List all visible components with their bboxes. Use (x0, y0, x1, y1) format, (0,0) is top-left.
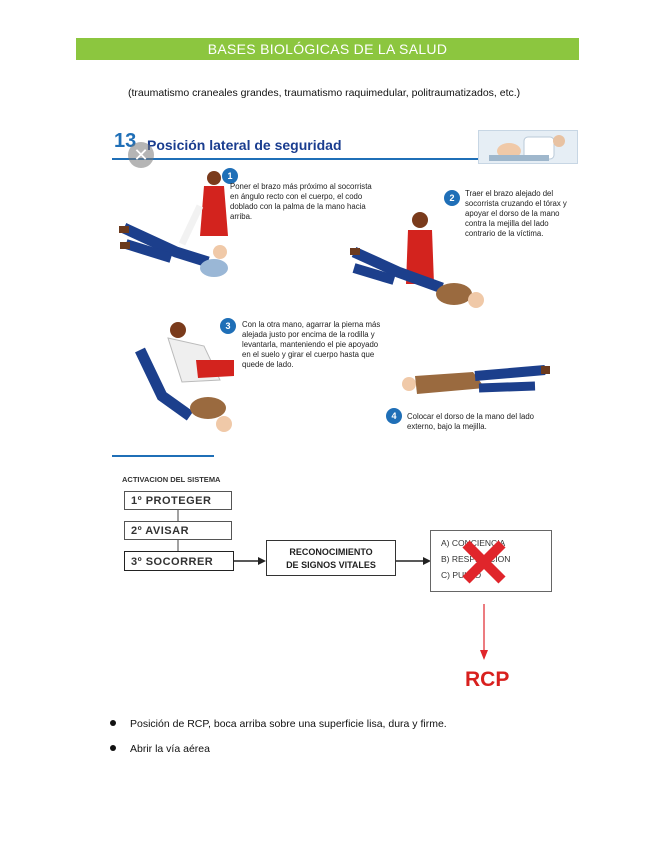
reconocimiento-box: RECONOCIMIENTO DE SIGNOS VITALES (266, 540, 396, 576)
bullet-item: Abrir la vía aérea (110, 743, 210, 755)
bullet-item: Posición de RCP, boca arriba sobre una s… (110, 718, 447, 730)
red-cross-icon (458, 536, 510, 588)
bullet-dot-icon (110, 745, 116, 751)
rcp-label: RCP (465, 668, 509, 692)
bullet-dot-icon (110, 720, 116, 726)
flow-step-avisar: 2º AVISAR (124, 521, 232, 540)
flow-step-proteger: 1º PROTEGER (124, 491, 232, 510)
flow-step-socorrer: 3º SOCORRER (124, 551, 234, 571)
